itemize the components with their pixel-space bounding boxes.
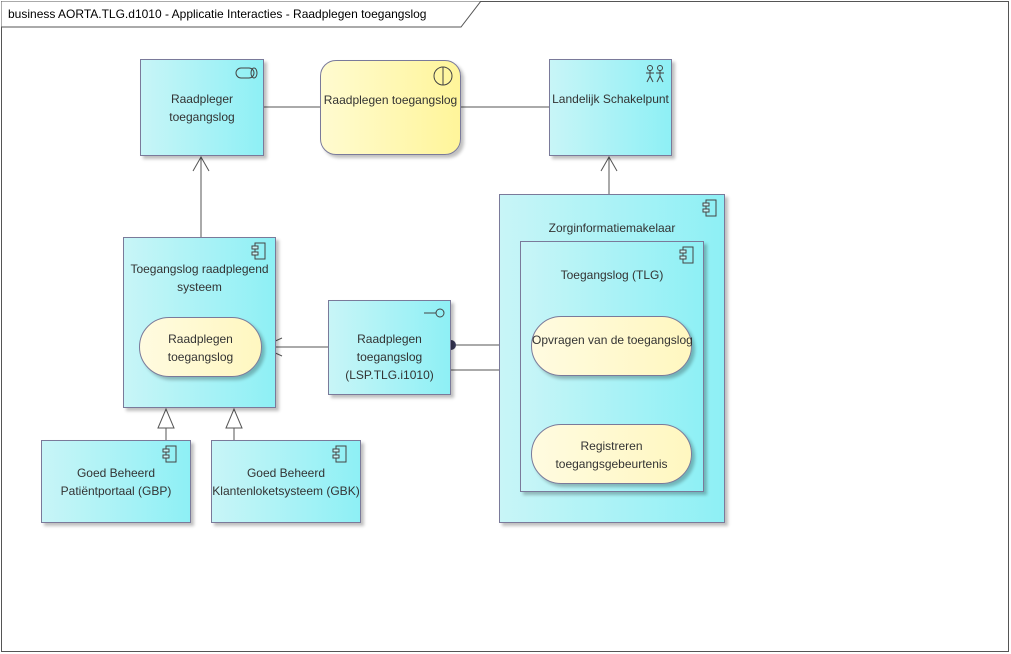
label-gbp: Goed Beheerd Patiëntportaal (GBP) [60,466,172,498]
diagram-title: business AORTA.TLG.d1010 - Applicatie In… [8,7,427,21]
arrowhead-raadpleger [192,155,210,172]
label-raadpleger: Raadpleger toegangslog [169,92,235,124]
specialization-arrow-gbk [225,407,243,429]
label-raadplegen-service: Raadplegen toegangslog [323,93,458,107]
label-raadplegend-systeem: Toegangslog raadplegend systeem [130,262,269,294]
data-object-icon [235,67,258,79]
node-raadpleger-toegangslog[interactable]: Raadpleger toegangslog [140,59,264,156]
label-opvragen: Opvragen van de toegangslog [532,333,693,347]
node-gbk[interactable]: Goed Beheerd Klantenloketsysteem (GBK) [211,440,361,523]
specialization-arrow-gbp [157,407,175,429]
node-opvragen[interactable]: Opvragen van de toegangslog [531,316,693,376]
node-registreren[interactable]: Registreren toegangsgebeurtenis [531,424,692,484]
label-landelijk: Landelijk Schakelpunt [552,92,669,106]
node-landelijk-schakelpunt[interactable]: Landelijk Schakelpunt [549,59,672,156]
component-icon [702,199,717,217]
component-icon [251,242,266,260]
actors-icon [646,65,664,83]
node-raadplegen-functie[interactable]: Raadplegen toegangslog [139,317,262,377]
arrowhead-landelijk [600,155,618,172]
label-raadplegen-functie: Raadplegen toegangslog [167,332,234,364]
diagram-title-tab: business AORTA.TLG.d1010 - Applicatie In… [1,1,482,28]
label-zorginfo: Zorginformatiemakelaar [548,221,676,235]
component-icon [679,246,694,264]
component-icon [162,445,177,463]
label-gbk: Goed Beheerd Klantenloketsysteem (GBK) [212,466,360,498]
interface-icon [424,308,445,318]
component-icon [332,445,347,463]
node-interface[interactable]: Raadplegen toegangslog (LSP.TLG.i1010) [328,300,451,395]
label-registreren: Registreren toegangsgebeurtenis [555,439,668,471]
node-raadplegen-service[interactable]: Raadplegen toegangslog [320,60,461,155]
node-gbp[interactable]: Goed Beheerd Patiëntportaal (GBP) [41,440,191,523]
label-tlg: Toegangslog (TLG) [560,268,664,282]
label-interface: Raadplegen toegangslog (LSP.TLG.i1010) [345,332,434,382]
service-icon [433,66,453,86]
